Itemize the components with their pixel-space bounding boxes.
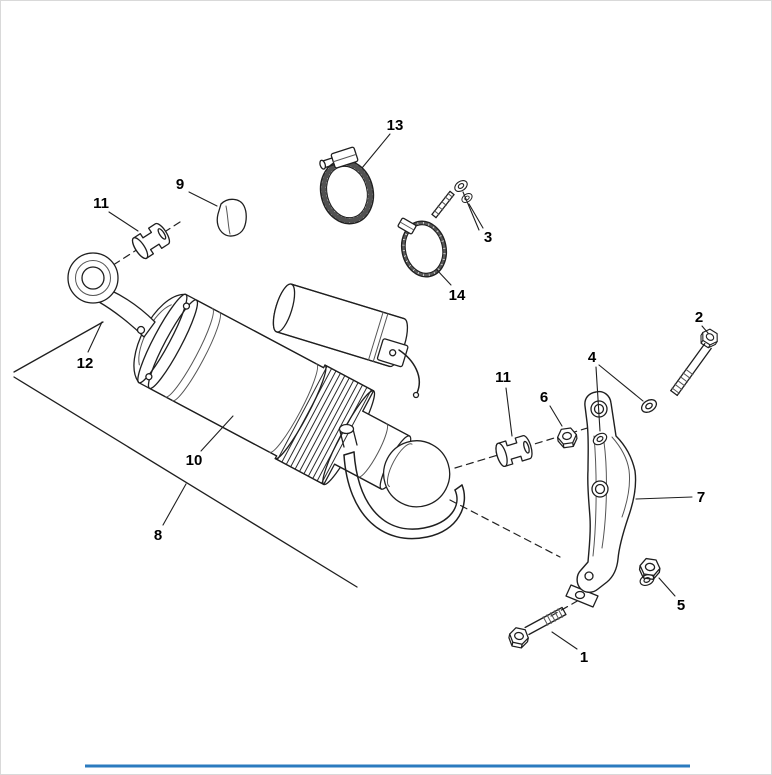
callout-2: 2 xyxy=(695,309,703,326)
callout-4: 4 xyxy=(588,349,597,366)
muffler-hose xyxy=(343,451,466,540)
muffler-body xyxy=(133,293,451,508)
mounting-bracket xyxy=(576,390,637,593)
callout-8: 8 xyxy=(154,527,162,544)
long-bolt xyxy=(670,326,722,397)
callout-7: 7 xyxy=(697,489,705,506)
callout-leader-lines xyxy=(87,133,709,650)
band-clamp xyxy=(397,217,448,278)
muffler-stub-fitting xyxy=(338,423,358,448)
callout-3: 3 xyxy=(484,229,492,246)
callout-5: 5 xyxy=(677,597,685,614)
callout-12: 12 xyxy=(77,355,94,372)
callout-6: 6 xyxy=(540,389,548,406)
muffler-knurl-band xyxy=(275,365,374,485)
hose-clamp-large xyxy=(319,146,375,225)
stud-and-washers xyxy=(431,177,475,219)
rubber-damper xyxy=(216,198,247,237)
canister-wire xyxy=(398,349,420,394)
callout-14: 14 xyxy=(449,287,466,304)
flange-bolt xyxy=(506,606,567,650)
mount-arm xyxy=(67,252,156,338)
callout-9: 9 xyxy=(176,176,184,193)
callout-1: 1 xyxy=(580,649,588,666)
heat-shield-canister xyxy=(272,283,409,368)
callout-10: 10 xyxy=(186,452,203,469)
muffler-outlet-cap xyxy=(383,440,451,508)
bracket-foot xyxy=(565,584,599,608)
assembly-leader-lines xyxy=(13,321,358,588)
callout-11-left: 11 xyxy=(93,195,109,212)
callout-13: 13 xyxy=(387,117,404,134)
wire-connector xyxy=(412,391,420,399)
callout-11-right: 11 xyxy=(495,369,511,386)
